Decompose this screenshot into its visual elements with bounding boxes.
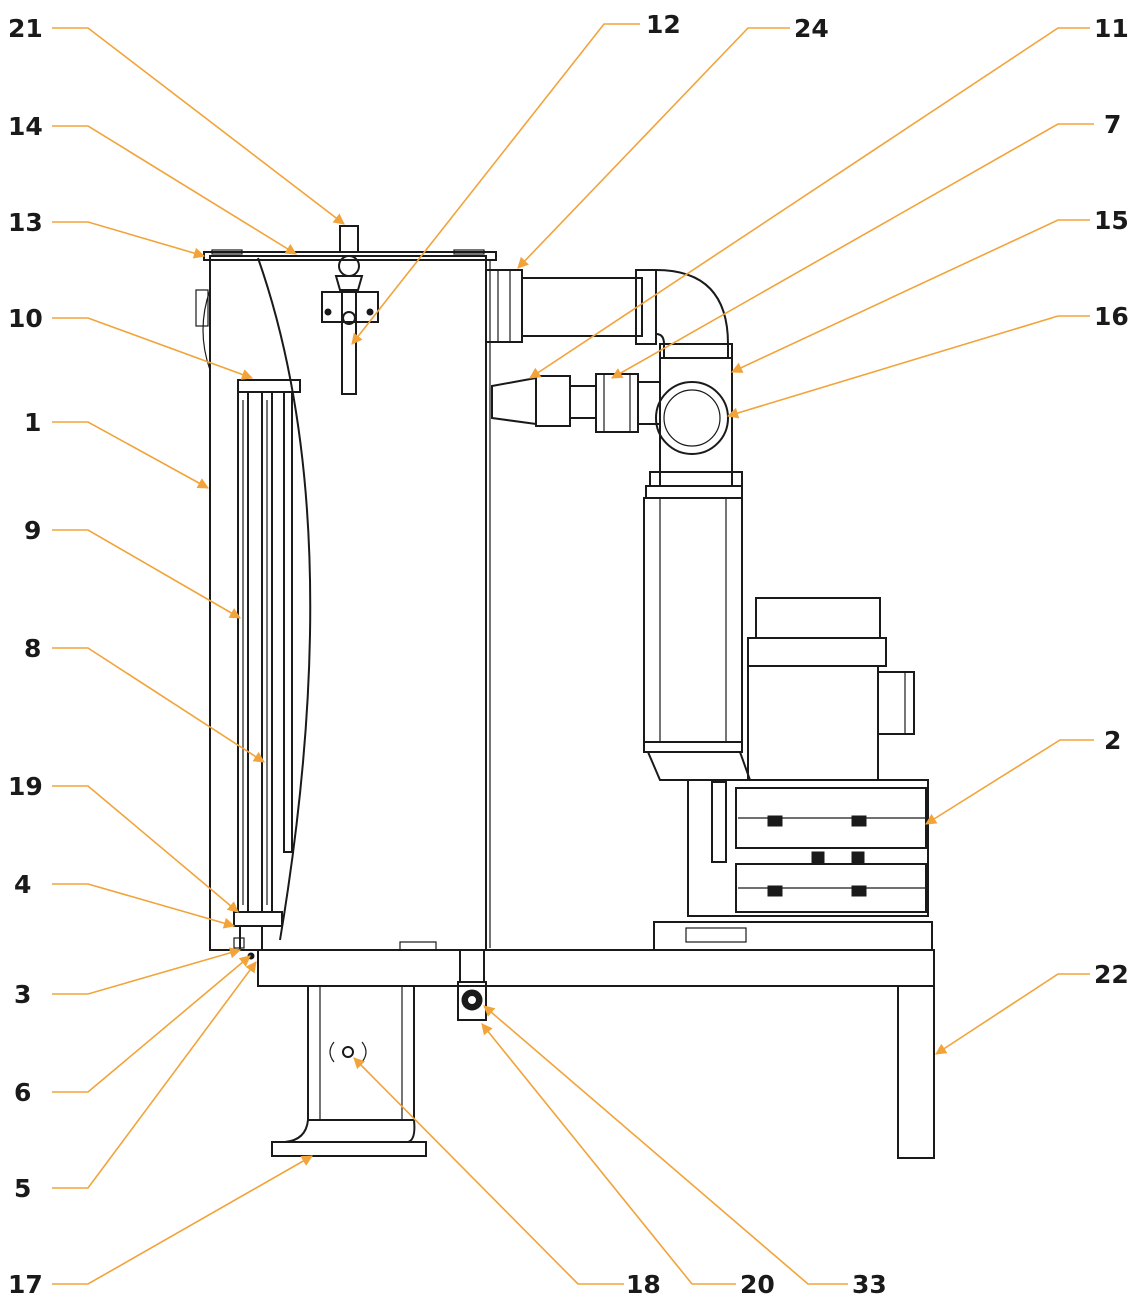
callout-9: 9 [24,516,241,619]
tank-body [195,249,497,951]
callout-10: 10 [8,304,254,380]
silencer-housing [643,485,752,781]
leader-line-1 [52,421,209,489]
label-19: 19 [8,772,43,801]
leader-line-13 [52,221,206,259]
label-7: 7 [1104,110,1121,139]
valve-body [649,357,743,487]
leader-line-20 [481,1023,736,1285]
callout-11: 11 [529,14,1129,379]
filter-cartridges [233,379,301,960]
label-12: 12 [646,10,681,39]
callout-6: 6 [14,955,251,1107]
label-11: 11 [1094,14,1129,43]
callout-18: 18 [353,1057,661,1297]
label-22: 22 [1094,960,1129,989]
callout-3: 3 [14,947,242,1009]
leader-line-18 [353,1057,624,1285]
callout-20: 20 [481,1023,775,1297]
machine-drawing [195,225,935,1159]
callout-5: 5 [14,961,257,1203]
leader-line-14 [52,125,297,255]
callout-7: 7 [611,110,1121,379]
leader-line-6 [52,955,251,1093]
leader-line-7 [611,123,1094,379]
callout-19: 19 [8,772,239,913]
leader-line-3 [52,947,242,995]
leader-line-9 [52,529,241,619]
label-33: 33 [852,1270,887,1297]
leader-line-11 [529,27,1090,379]
suction-nozzle [491,373,661,433]
leader-line-2 [925,739,1094,825]
leader-line-4 [52,883,236,929]
label-21: 21 [8,14,43,43]
motor [747,597,915,781]
leader-line-19 [52,785,239,913]
label-4: 4 [14,870,31,899]
callout-21: 21 [8,14,345,225]
leader-line-33 [483,1005,848,1285]
callout-2: 2 [925,726,1121,825]
drain-valve [457,949,487,1021]
mounting-plate [653,921,933,951]
label-14: 14 [8,112,43,141]
callout-12: 12 [351,10,681,345]
callout-15: 15 [730,206,1129,373]
label-15: 15 [1094,206,1129,235]
label-5: 5 [14,1174,31,1203]
callout-1: 1 [24,408,209,489]
upper-pipe [485,269,733,359]
callout-14: 14 [8,112,297,255]
label-13: 13 [8,208,43,237]
leader-line-16 [726,315,1090,419]
label-10: 10 [8,304,43,333]
leader-line-24 [517,27,790,269]
label-18: 18 [626,1270,661,1297]
leader-line-21 [52,27,345,225]
base-frame [257,949,935,1159]
callout-24: 24 [517,14,829,269]
callout-17: 17 [8,1155,313,1297]
leader-line-5 [52,961,257,1189]
label-16: 16 [1094,302,1129,331]
callout-16: 16 [726,302,1129,419]
support-column [271,985,427,1157]
callout-13: 13 [8,208,206,259]
callout-33: 33 [483,1005,887,1297]
leader-line-10 [52,317,254,380]
label-9: 9 [24,516,41,545]
leader-line-15 [730,219,1090,373]
callouts: 21 14 13 10 1 9 8 [8,10,1129,1297]
label-6: 6 [14,1078,31,1107]
leader-line-8 [52,647,265,763]
leader-line-22 [935,973,1090,1055]
label-2: 2 [1104,726,1121,755]
callout-8: 8 [24,634,265,763]
leader-line-17 [52,1155,313,1285]
callout-4: 4 [14,870,236,929]
label-24: 24 [794,14,829,43]
label-20: 20 [740,1270,775,1297]
callout-22: 22 [935,960,1129,1055]
blower [687,779,929,917]
label-3: 3 [14,980,31,1009]
leader-line-12 [351,23,640,345]
label-17: 17 [8,1270,43,1297]
label-1: 1 [24,408,41,437]
label-8: 8 [24,634,41,663]
